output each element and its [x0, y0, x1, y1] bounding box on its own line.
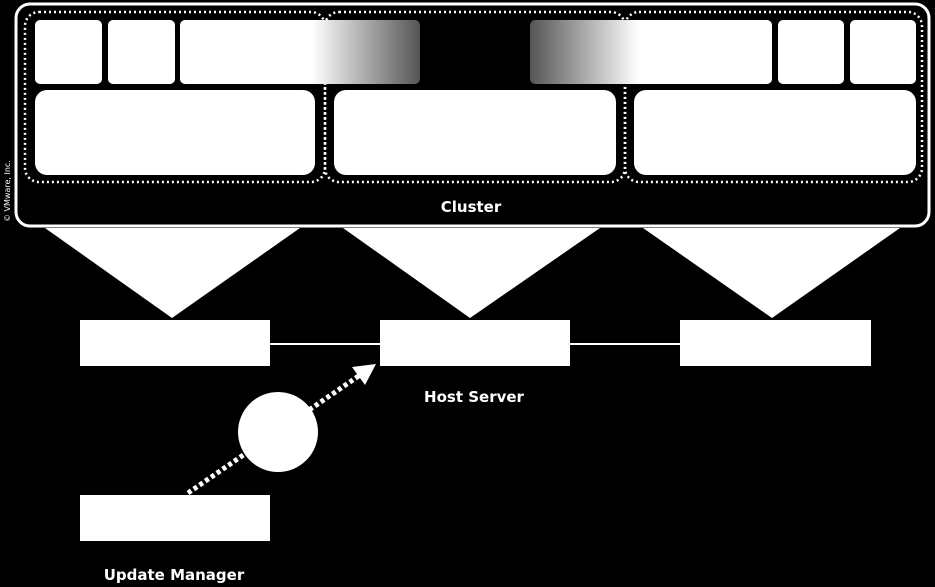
update-manager-box: [80, 495, 270, 541]
vm-box: [778, 20, 844, 84]
host-resource-box-1: [35, 90, 315, 175]
vm-box-migrating-right: [530, 20, 772, 84]
host-server-3: [680, 320, 871, 366]
vm-box-migrating-left: [180, 20, 420, 84]
host-group-outline-1: [23, 10, 327, 184]
patch-circle-icon: [238, 392, 318, 472]
host-group-outline-2: [323, 10, 627, 184]
host-resource-box-2: [334, 90, 616, 175]
host-resource-box-3: [634, 90, 916, 175]
host-server-2: [380, 320, 570, 366]
host-server-1: [80, 320, 270, 366]
vm-box: [35, 20, 102, 84]
copyright-text: © VMware, Inc.: [3, 160, 12, 222]
host-server-label: Host Server: [424, 388, 525, 406]
update-arrow-head: [352, 364, 376, 385]
funnel-1: [45, 228, 300, 318]
vm-box: [108, 20, 175, 84]
update-manager-label: Update Manager: [104, 566, 245, 584]
cluster-label: Cluster: [441, 198, 502, 216]
funnel-2: [343, 228, 600, 318]
funnel-3: [643, 228, 900, 318]
vm-box: [850, 20, 916, 84]
host-group-outline-3: [623, 10, 924, 184]
